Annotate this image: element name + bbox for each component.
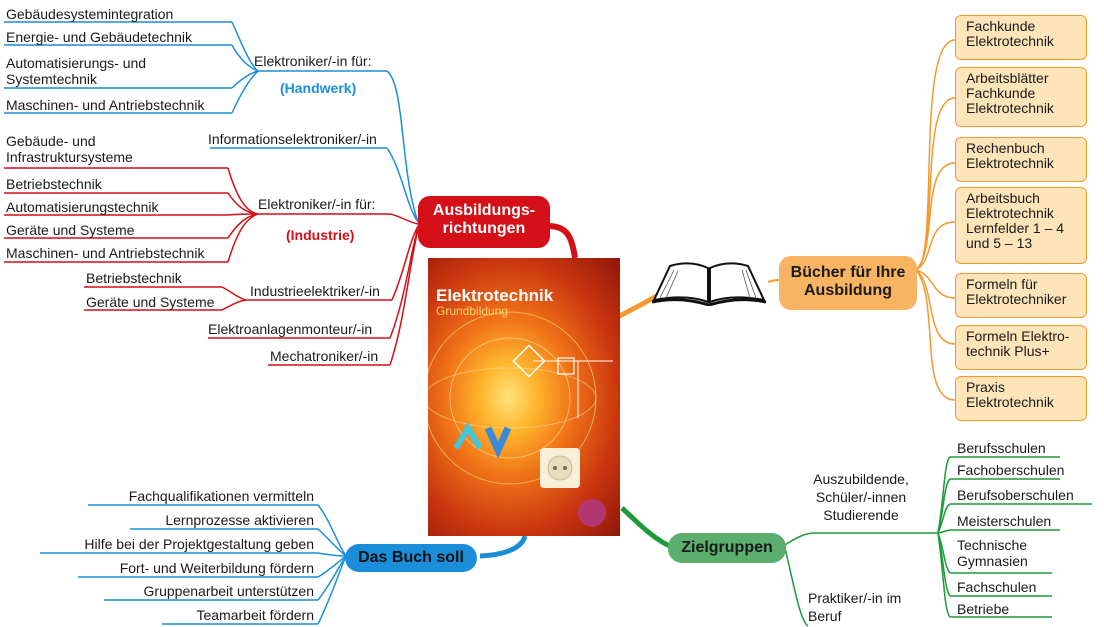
cover-subtitle: Grundbildung (436, 304, 509, 318)
hub-zielgruppen: Zielgruppen (668, 533, 786, 563)
mechatroniker-label: Mechatroniker/-in (270, 348, 379, 364)
textbook-cover-image: Elektrotechnik Grundbildung (428, 258, 620, 536)
buch-soll-item-6: Teamarbeit fördern (196, 607, 314, 623)
book-formeln-label: Formeln für Elektrotechniker (966, 276, 1067, 307)
book-arbeitsbuch-label: Arbeitsbuch Elektrotechnik Lernfelder 1 … (966, 190, 1065, 251)
industrieelektriker-item-2: Geräte und Systeme (86, 294, 215, 310)
cover-title: Elektrotechnik (436, 286, 554, 305)
informationselektroniker-label: Informationselektroniker/-in (208, 131, 377, 147)
book-arbeitsbuch[interactable]: Arbeitsbuch Elektrotechnik Lernfelder 1 … (955, 187, 1087, 264)
open-book-icon (651, 262, 767, 306)
book-praxis-label: Praxis Elektrotechnik (966, 379, 1054, 410)
hub-das-buch-soll: Das Buch soll (345, 544, 477, 572)
zielgruppe-item-berufsoberschulen: Berufsoberschulen (957, 487, 1074, 503)
buch-soll-item-2: Lernprozesse aktivieren (165, 512, 314, 528)
zielgruppe-auszubildende: Auszubildende, Schüler/-innen Studierend… (813, 471, 909, 523)
industrie-tag: (Industrie) (286, 227, 355, 243)
zielgruppe-item-berufsschulen: Berufsschulen (957, 440, 1046, 456)
elektroanlagenmonteur-label: Elektroanlagenmonteur/-in (208, 321, 373, 337)
handwerk-group-label: Elektroniker/-in für: (254, 53, 372, 69)
book-praxis[interactable]: Praxis Elektrotechnik (955, 376, 1087, 421)
buch-soll-item-5: Gruppenarbeit unterstützen (143, 583, 314, 599)
book-fachkunde[interactable]: Fachkunde Elektrotechnik (955, 15, 1087, 60)
industrieelektriker-label: Industrieelektriker/-in (250, 283, 380, 299)
handwerk-tag: (Handwerk) (280, 80, 357, 96)
book-formeln-plus[interactable]: Formeln Elektro-technik Plus+ (955, 325, 1087, 370)
buch-soll-item-3: Hilfe bei der Projektgestaltung geben (84, 536, 314, 552)
industrie-group-label: Elektroniker/-in für: (258, 196, 376, 212)
buch-soll-item-1: Fachqualifikationen vermitteln (128, 488, 314, 504)
hub-buecher: Bücher für Ihre Ausbildung (779, 256, 917, 310)
handwerk-item-3: Automatisierungs- und Systemtechnik (6, 55, 147, 87)
industrie-item-2: Betriebstechnik (6, 176, 102, 192)
hub-ausbildungsrichtungen-line2: richtungen (442, 220, 526, 237)
zielgruppe-item-betriebe: Betriebe (957, 601, 1010, 617)
zielgruppe-item-gymnasien: Technische Gymnasien (957, 537, 1028, 569)
book-arbeitsblaetter-label: Arbeitsblätter Fachkunde Elektrotechnik (966, 70, 1054, 116)
book-rechenbuch-label: Rechenbuch Elektrotechnik (966, 140, 1054, 171)
hub-das-buch-soll-label: Das Buch soll (358, 549, 464, 566)
industrie-item-4: Geräte und Systeme (6, 222, 135, 238)
hub-ausbildungsrichtungen: Ausbildungs- richtungen (418, 196, 550, 248)
handwerk-item-4: Maschinen- und Antriebstechnik (6, 97, 205, 113)
hub-zielgruppen-label: Zielgruppen (681, 539, 773, 556)
zielgruppe-item-meisterschulen: Meisterschulen (957, 513, 1052, 529)
industrie-item-5: Maschinen- und Antriebstechnik (6, 245, 205, 261)
zielgruppe-praktiker: Praktiker/-in im Beruf (808, 590, 902, 624)
zielgruppe-item-fachoberschulen: Fachoberschulen (957, 462, 1065, 478)
zielgruppe-item-fachschulen: Fachschulen (957, 579, 1037, 595)
industrie-item-3: Automatisierungstechnik (6, 199, 159, 215)
book-arbeitsblaetter[interactable]: Arbeitsblätter Fachkunde Elektrotechnik (955, 67, 1087, 127)
hub-buecher-line2: Ausbildung (804, 282, 892, 299)
book-rechenbuch[interactable]: Rechenbuch Elektrotechnik (955, 137, 1087, 182)
industrieelektriker-item-1: Betriebstechnik (86, 270, 182, 286)
handwerk-item-2: Energie- und Gebäudetechnik (6, 29, 193, 45)
handwerk-item-1: Gebäudesystemintegration (6, 6, 174, 22)
hub-ausbildungsrichtungen-line1: Ausbildungs- (432, 202, 536, 219)
industrie-item-1: Gebäude- und Infrastruktursysteme (6, 133, 133, 165)
book-formeln-plus-label: Formeln Elektro-technik Plus+ (966, 328, 1070, 359)
hub-buecher-line1: Bücher für Ihre (790, 264, 906, 281)
book-fachkunde-label: Fachkunde Elektrotechnik (966, 18, 1054, 49)
buch-soll-item-4: Fort- und Weiterbildung fördern (119, 560, 314, 576)
book-formeln[interactable]: Formeln für Elektrotechniker (955, 273, 1087, 318)
